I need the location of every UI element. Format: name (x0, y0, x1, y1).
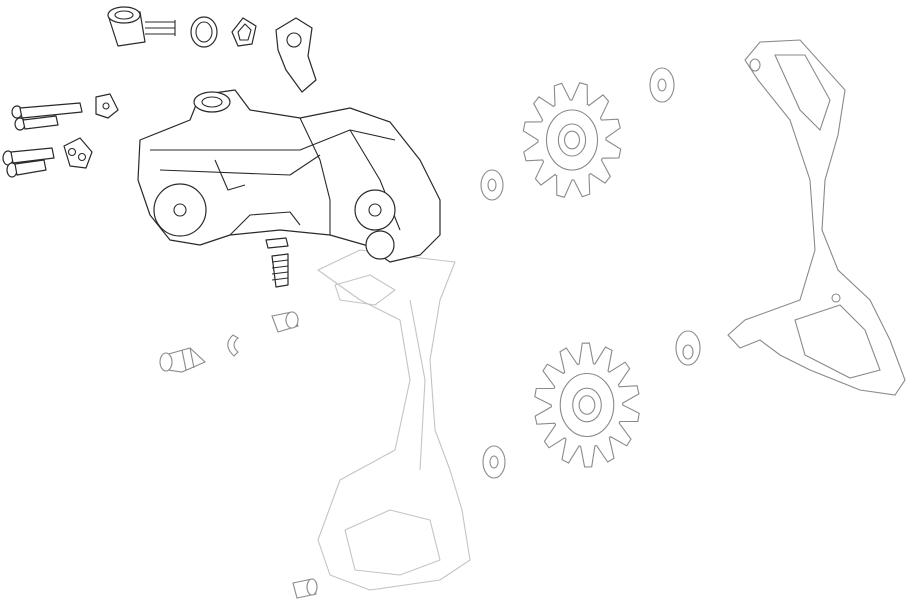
lower-pulley-wheel (534, 342, 640, 468)
pulley-bearing (557, 123, 587, 157)
derailleur-body (137, 89, 441, 263)
top-hardware (107, 6, 317, 93)
pulley-rim (545, 109, 599, 171)
lower-hardware (159, 237, 318, 599)
upper-pulley-wheel (522, 82, 622, 198)
pulley-rim (559, 372, 615, 438)
inner-cage-plate (317, 249, 471, 591)
pulley-hub (578, 395, 596, 415)
pulley-hub (563, 130, 581, 150)
pulley-washers (480, 67, 701, 479)
left-bolts (2, 93, 119, 178)
pulley-bearing (572, 387, 602, 423)
outer-cage-plate (727, 39, 906, 396)
